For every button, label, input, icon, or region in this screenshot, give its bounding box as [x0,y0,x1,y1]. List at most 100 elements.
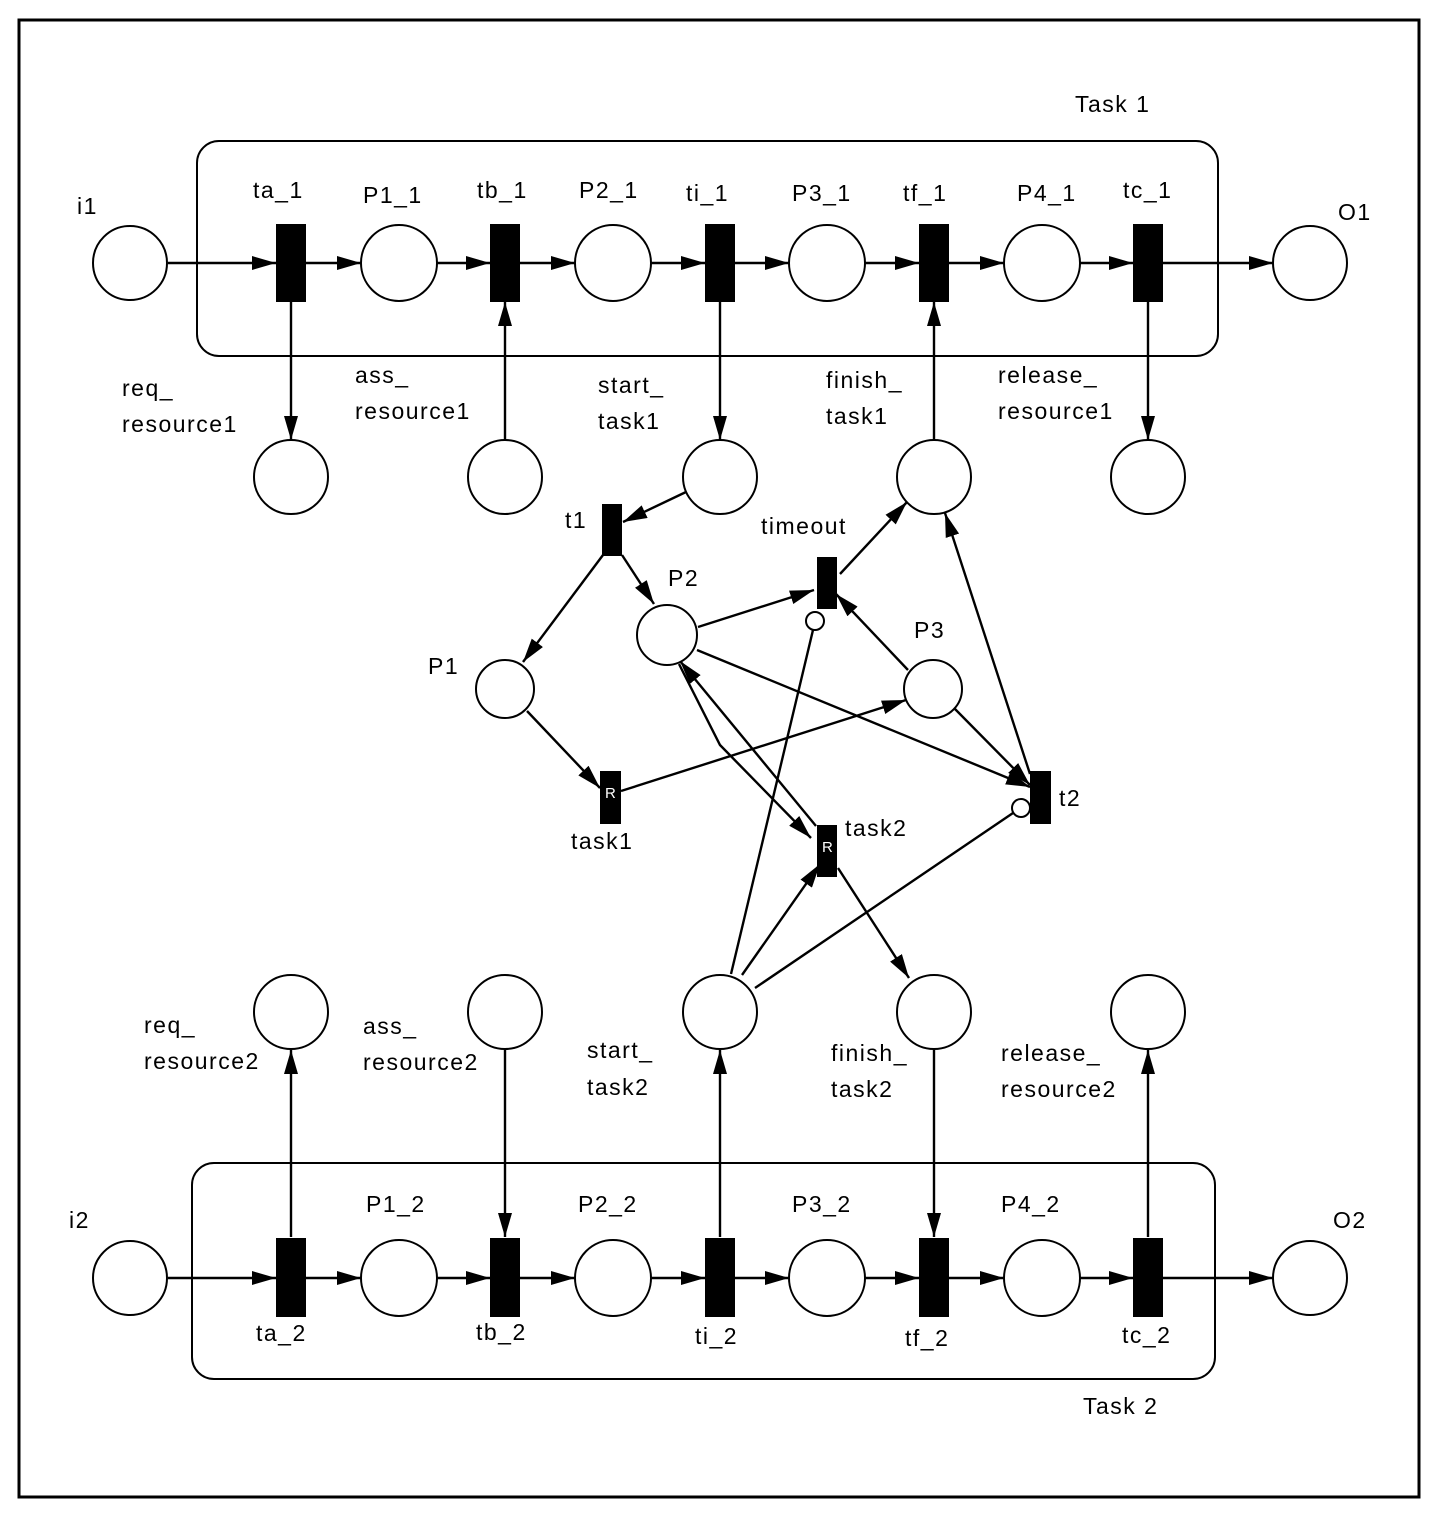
bottom-row-transitions [276,1238,1163,1317]
place-i1 [92,225,168,301]
middle-places [475,604,963,719]
label-p2-1: P2_1 [579,177,639,203]
label-req-resource2-line2: resource2 [144,1048,260,1074]
transition-ti-1 [705,224,735,302]
label-p1: P1 [428,653,459,679]
label-req-resource1-line1: req_ [122,375,174,401]
place-o2 [1272,1240,1348,1316]
transition-tf-1 [919,224,949,302]
transition-t2 [1030,771,1051,824]
transition-tb-2 [490,1238,520,1317]
top-row-arcs [168,256,1273,440]
label-task2: task2 [845,815,907,841]
label-start-task2-line1: start_ [587,1037,654,1063]
top-interface-labels: req_ resource1 ass_ resource1 start_ tas… [122,362,1114,437]
place-p3-2 [788,1239,866,1317]
transition-timeout [817,557,837,609]
label-o1: O1 [1338,199,1372,225]
label-release-resource1-line2: resource1 [998,398,1114,424]
label-tc-2: tc_2 [1122,1322,1171,1348]
label-tf-2: tf_2 [905,1325,949,1351]
transition-tf-2 [919,1238,949,1317]
transition-tb-1 [490,224,520,302]
top-interface-places [253,439,1186,515]
middle-labels: t1 timeout P2 P1 P3 t2 task1 task2 [428,507,1081,854]
place-i2 [92,1240,168,1316]
label-ta-2: ta_2 [256,1320,307,1346]
label-release-resource2-line2: resource2 [1001,1076,1117,1102]
label-ta-1: ta_1 [253,177,304,203]
label-ass-resource2-line1: ass_ [363,1013,418,1039]
label-ti-1: ti_1 [686,180,729,206]
label-p3-1: P3_1 [792,180,852,206]
place-req-resource2 [253,974,329,1050]
label-finish-task1-line2: task1 [826,403,888,429]
label-req-resource1-line2: resource1 [122,411,238,437]
label-start-task2-line2: task2 [587,1074,649,1100]
label-p3: P3 [914,617,945,643]
inhibitor-timeout [805,611,825,631]
bottom-interface-places [253,974,1186,1050]
label-req-resource2-line1: req_ [144,1012,196,1038]
transition-t1 [602,504,622,556]
middle-arcs [522,490,1032,989]
top-row-transitions [276,224,1163,302]
transition-task2 [817,825,837,877]
place-p2 [636,604,698,666]
task2-r-mark: R [822,839,833,856]
top-row-labels: i1 ta_1 P1_1 tb_1 P2_1 ti_1 P3_1 tf_1 P4… [77,177,1372,225]
label-t1: t1 [565,507,587,533]
label-finish-task2-line1: finish_ [831,1040,908,1066]
place-req-resource1 [253,439,329,515]
label-p1-2: P1_2 [366,1191,426,1217]
place-o1 [1272,225,1348,301]
task2-subnet-box [191,1162,1216,1380]
label-timeout: timeout [761,513,847,539]
task1-label: Task 1 [1075,91,1150,117]
label-tb-1: tb_1 [477,177,528,203]
task1-subnet-box [196,140,1219,357]
transition-ta-2 [276,1238,306,1317]
label-p2-2: P2_2 [578,1191,638,1217]
place-release-resource2 [1110,974,1186,1050]
place-p2-2 [574,1239,652,1317]
bottom-row-places [92,1239,1348,1317]
label-start-task1-line1: start_ [598,372,665,398]
label-i1: i1 [77,193,98,219]
bottom-row-labels: i2 P1_2 P2_2 P3_2 P4_2 O2 ta_2 tb_2 ti_2… [69,1191,1367,1351]
label-o2: O2 [1333,1207,1367,1233]
label-p2: P2 [668,565,699,591]
label-p1-1: P1_1 [363,182,423,208]
transition-task1 [600,771,621,824]
task1-r-mark: R [605,785,616,802]
label-tb-2: tb_2 [476,1319,527,1345]
label-tf-1: tf_1 [903,180,947,206]
transition-tc-2 [1133,1238,1163,1317]
place-ass-resource2 [467,974,543,1050]
place-p1 [475,659,535,719]
diagram-frame [17,18,1421,1499]
transition-ti-2 [705,1238,735,1317]
label-tc-1: tc_1 [1123,177,1172,203]
label-p3-2: P3_2 [792,1191,852,1217]
place-p4-1 [1003,224,1081,302]
transition-ta-1 [276,224,306,302]
label-ti-2: ti_2 [695,1323,738,1349]
place-p1-1 [360,224,438,302]
label-p4-2: P4_2 [1001,1191,1061,1217]
label-t2: t2 [1059,785,1081,811]
label-ass-resource1-line1: ass_ [355,362,410,388]
place-p2-1 [574,224,652,302]
label-p4-1: P4_1 [1017,180,1077,206]
place-start-task1 [682,439,758,515]
place-p3 [903,659,963,719]
place-finish-task1 [896,439,972,515]
label-finish-task2-line2: task2 [831,1076,893,1102]
label-i2: i2 [69,1207,90,1233]
bottom-row-arcs [168,1050,1273,1285]
place-finish-task2 [896,974,972,1050]
top-row-places [92,224,1348,302]
place-p3-1 [788,224,866,302]
label-release-resource1-line1: release_ [998,362,1098,388]
